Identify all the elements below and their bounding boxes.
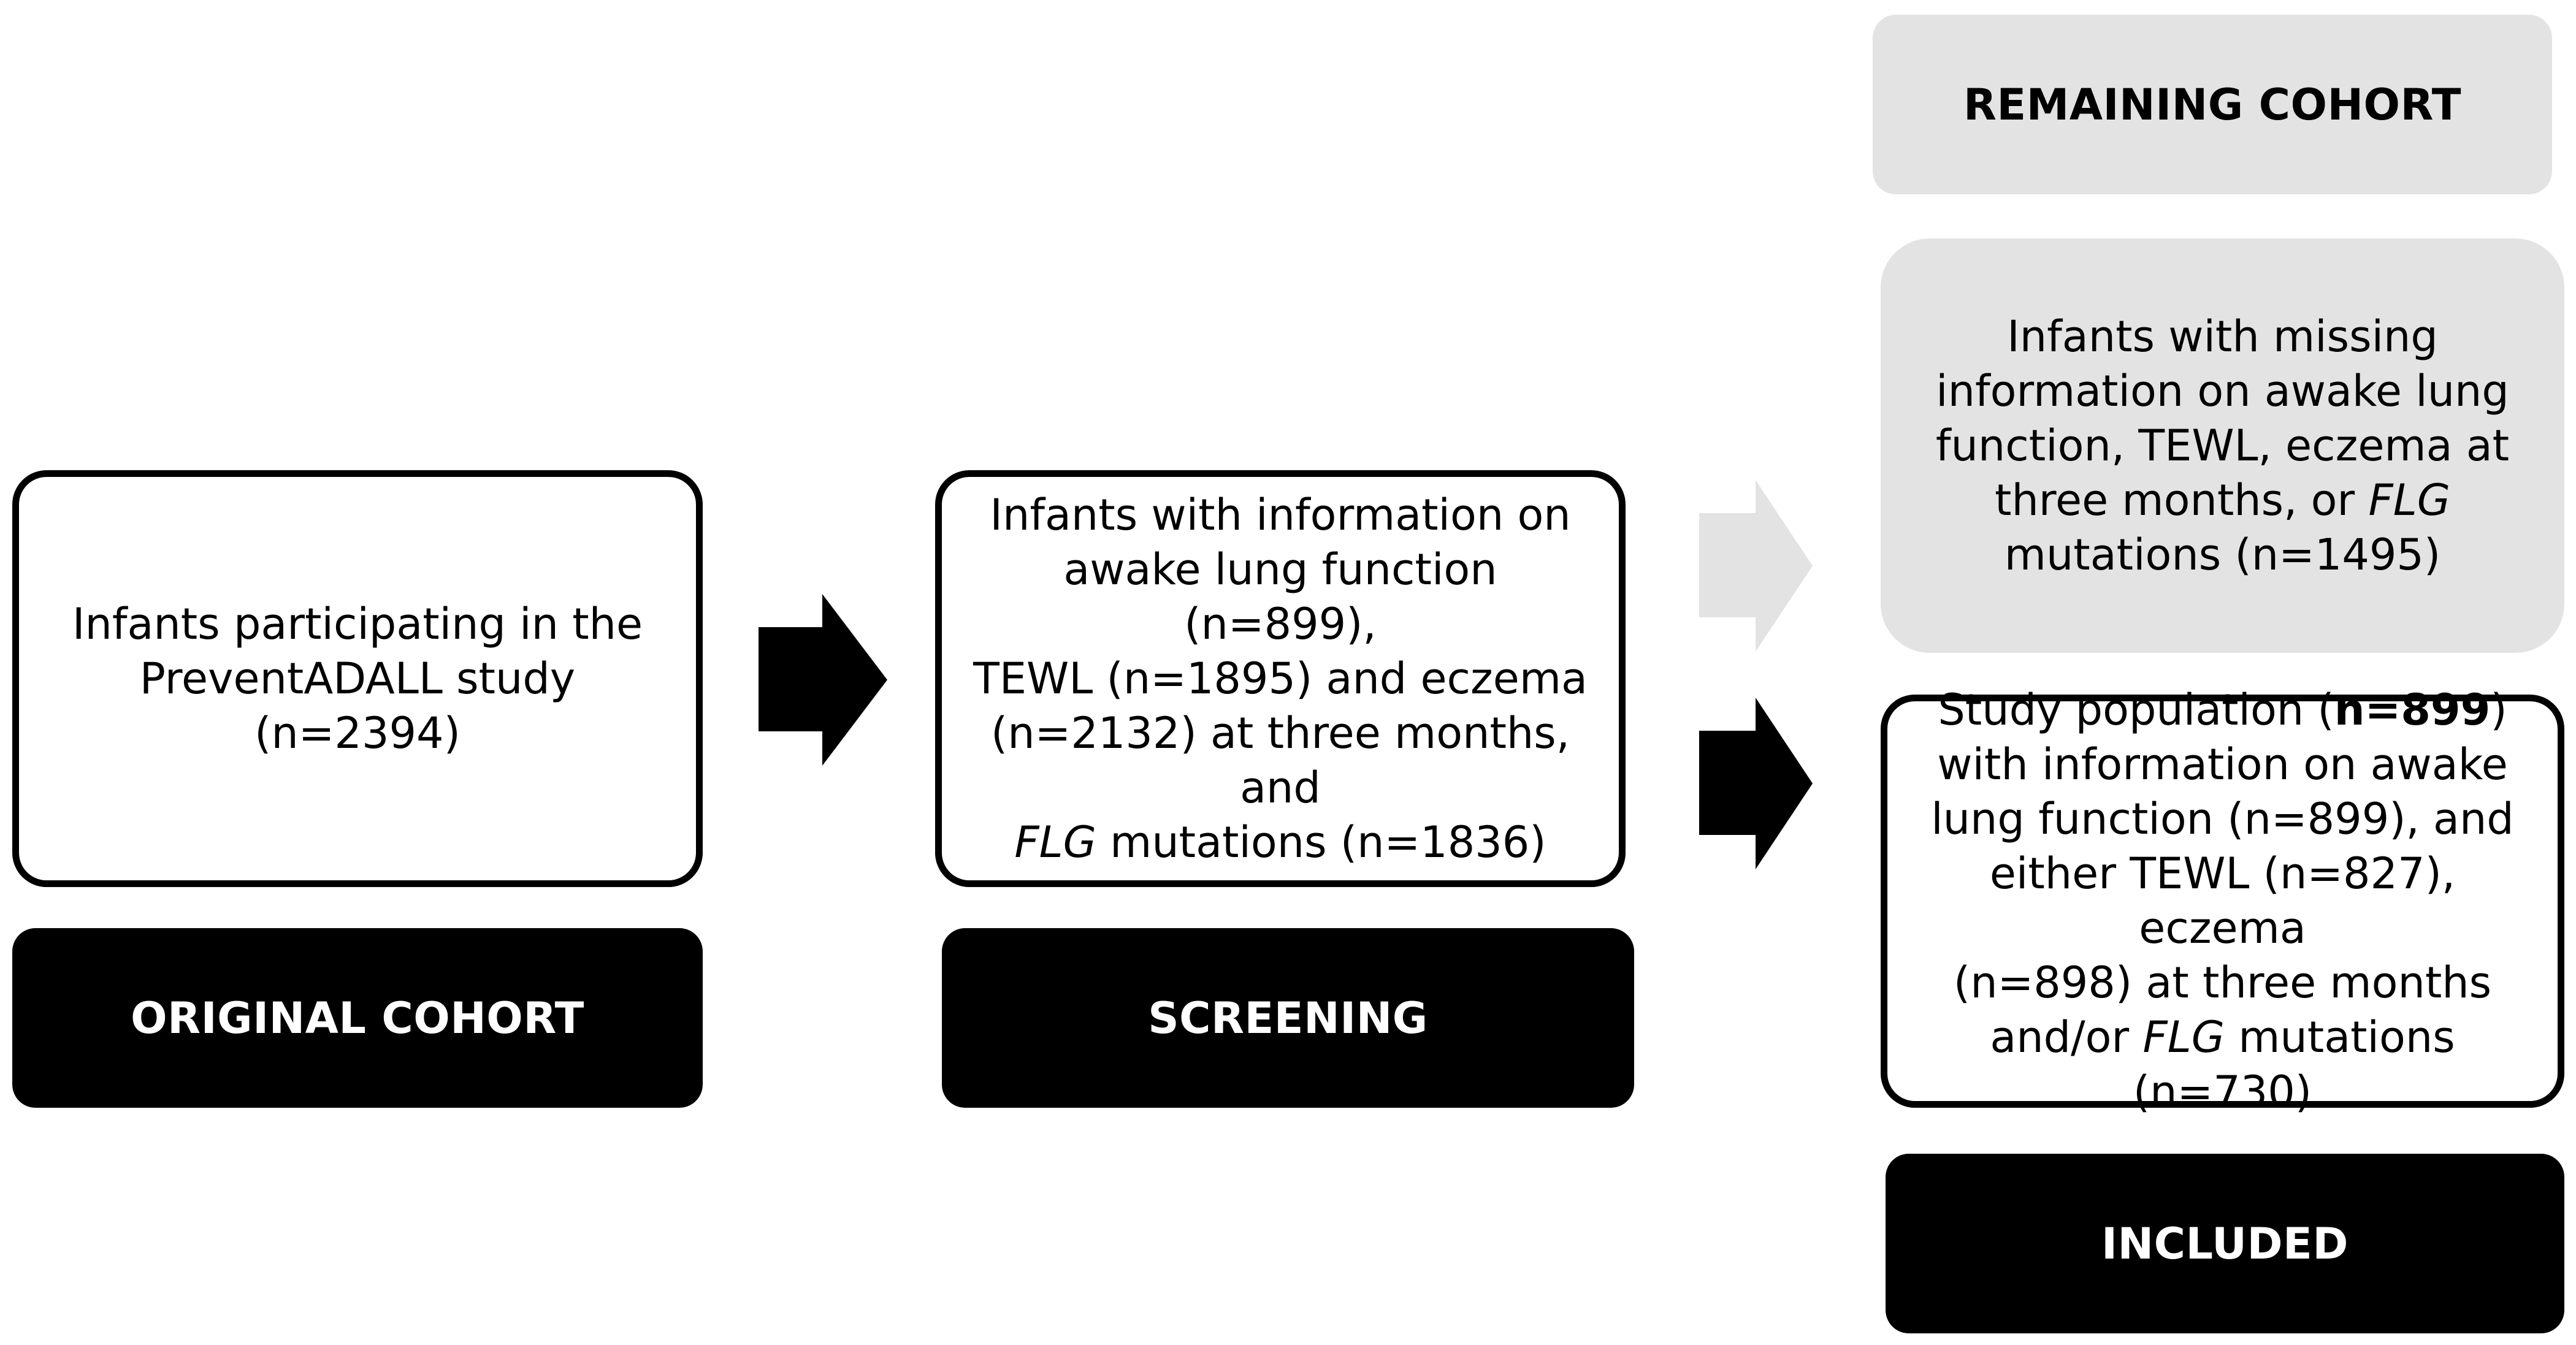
included-text-fragment: and/or: [1990, 1012, 2143, 1062]
screening-box: Infants with information on awake lung f…: [935, 470, 1626, 887]
included-text-fragment: Study population (: [1938, 685, 2334, 735]
arrow-right-icon: [759, 594, 887, 766]
included-box: Study population (n=899) with informatio…: [1881, 685, 2564, 1117]
included-label: INCLUDED: [1886, 1154, 2564, 1333]
screening-text-line: (n=2132) at three months, and: [991, 707, 1570, 813]
remaining-cohort-text-line: information on awake lung: [1936, 365, 2509, 416]
remaining-cohort-text-fragment: three months, or: [1995, 474, 2369, 525]
screening-text-line: FLG mutations (n=1836): [966, 815, 1594, 870]
original-cohort-text-line: PreventADALL study (n=2394): [139, 653, 576, 758]
remaining-cohort-box: Infants with missing information on awak…: [1881, 238, 2564, 653]
screening-text-line: awake lung function (n=899),: [1063, 544, 1497, 649]
included-text-fragment: ): [2490, 685, 2507, 735]
included-text-line: lung function (n=899), and: [1931, 794, 2514, 844]
original-cohort-label: ORIGINAL COHORT: [12, 928, 703, 1108]
flg-gene-label: FLG: [2368, 474, 2450, 525]
remaining-cohort-text-line: Infants with missing: [2007, 311, 2438, 362]
included-text: Study population (n=899) with informatio…: [1887, 683, 2558, 1119]
screening-text-fragment: mutations (n=1836): [1096, 817, 1546, 867]
screening-text-line: TEWL (n=1895) and eczema: [973, 653, 1588, 704]
included-text-line: either TEWL (n=827), eczema: [1989, 848, 2456, 953]
arrow-right-grey-icon: [1699, 480, 1813, 652]
flg-gene-label: FLG: [1014, 817, 1096, 867]
original-cohort-text-line: Infants participating in the: [72, 598, 643, 649]
screening-text: Infants with information on awake lung f…: [942, 488, 1619, 870]
included-text-line: and/or FLG mutations (n=730): [1912, 1010, 2533, 1119]
included-text-line: with information on awake: [1937, 739, 2508, 790]
screening-text-line: Infants with information on: [990, 489, 1571, 540]
remaining-cohort-text-line: mutations (n=1495): [2004, 529, 2441, 580]
flg-gene-label: FLG: [2142, 1012, 2225, 1062]
remaining-cohort-text-line: function, TEWL, eczema at: [1935, 420, 2510, 471]
remaining-cohort-text: Infants with missing information on awak…: [1881, 310, 2564, 582]
remaining-cohort-label: REMAINING COHORT: [1873, 15, 2552, 194]
included-text-line: (n=898) at three months: [1953, 958, 2492, 1008]
arrow-right-icon: [1699, 698, 1813, 869]
original-cohort-text: Infants participating in the PreventADAL…: [19, 597, 696, 761]
study-population-count: n=899: [2334, 685, 2491, 735]
included-text-fragment: mutations (n=730): [2133, 1012, 2455, 1117]
remaining-cohort-text-line: three months, or FLG: [1905, 473, 2540, 528]
screening-label: SCREENING: [942, 928, 1634, 1108]
original-cohort-box: Infants participating in the PreventADAL…: [12, 470, 703, 887]
included-text-line: Study population (n=899): [1912, 683, 2533, 737]
